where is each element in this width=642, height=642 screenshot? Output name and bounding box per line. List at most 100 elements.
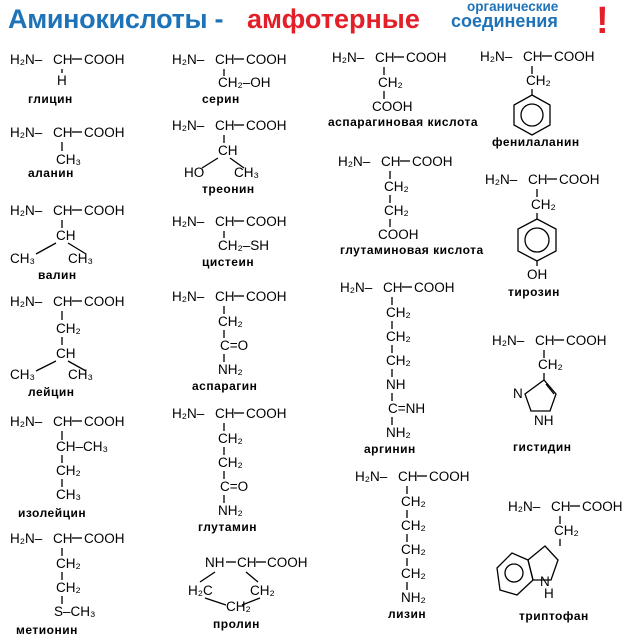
ring-n: N: [540, 574, 550, 589]
alpha-carbon: CH: [53, 52, 73, 67]
title-amino-acids: Аминокислоты -: [8, 4, 224, 34]
carboxyl-group: COOH: [406, 50, 447, 65]
amine-group: H₂N–: [172, 118, 205, 133]
methyl: CH₃: [68, 251, 93, 266]
alpha-carbon: CH: [381, 154, 401, 169]
methylene: CH₂: [538, 357, 563, 372]
ring: [517, 218, 557, 262]
alpha-carbon: CH: [215, 52, 235, 67]
carboxyl-group: COOH: [267, 555, 308, 570]
title-amphoteric: амфотерные: [247, 4, 420, 34]
alpha-carbon: CH: [383, 280, 403, 295]
s-methyl: S–CH₃: [54, 604, 96, 619]
alpha-carbon: CH: [53, 203, 73, 218]
alpha-carbon: CH: [237, 555, 257, 570]
methylene: CH₂: [401, 566, 426, 581]
ch: CH: [56, 228, 76, 243]
methylene: CH₂: [218, 455, 243, 470]
carboxyl-group: COOH: [246, 214, 287, 229]
nh: NH: [386, 377, 406, 392]
carboxyl-group: COOH: [84, 203, 125, 218]
amino-acid-name-1: глицин: [28, 92, 73, 106]
methyl: CH₃: [68, 367, 93, 382]
methylene: CH₂: [401, 542, 426, 557]
methyl: CH₃: [10, 251, 35, 266]
amino-acid-name-5: изолейцин: [18, 506, 86, 520]
methyl: CH₃: [234, 165, 259, 180]
amino-acid-name-15: аргинин: [364, 442, 416, 456]
amide-nh2: NH₂: [218, 503, 243, 518]
bond: [67, 360, 87, 372]
amine-group: H₂N–: [340, 280, 373, 295]
carboxyl-group: COOH: [84, 531, 125, 546]
methylene: CH₂: [56, 580, 81, 595]
methylene: CH₂: [56, 556, 81, 571]
ring-ch2: CH₂: [226, 599, 251, 614]
alpha-carbon: CH: [398, 469, 418, 484]
amino-acid-name-4: лейцин: [28, 385, 75, 399]
ring-circle: [504, 563, 524, 583]
bond: [229, 157, 245, 169]
carboxyl-group: COOH: [246, 52, 287, 67]
carboxyl-group: COOH: [84, 294, 125, 309]
amine-group: H₂N–: [10, 203, 43, 218]
amino-acid-name-3: валин: [38, 268, 77, 282]
methylene: CH₂: [384, 203, 409, 218]
alpha-carbon: CH: [215, 118, 235, 133]
amine-nh2: NH₂: [386, 425, 411, 440]
methyl: CH₃: [10, 367, 35, 382]
carboxyl-group: COOH: [246, 118, 287, 133]
ch: CH: [56, 346, 76, 361]
bond: [241, 597, 261, 606]
methylene: CH₂: [218, 431, 243, 446]
carboxyl-group: COOH: [582, 499, 623, 514]
imine: C=NH: [388, 401, 425, 416]
carboxyl-group: COOH: [559, 172, 600, 187]
carboxyl-group: COOH: [429, 469, 470, 484]
amine-group: H₂N–: [172, 289, 205, 304]
methyl: CH₃: [56, 152, 81, 167]
amine-group: H₂N–: [492, 333, 525, 348]
amino-acid-name-19: гистидин: [513, 440, 572, 454]
amine-group: H₂N–: [508, 499, 541, 514]
amino-acid-name-7: серин: [202, 92, 240, 106]
ring-ch2: H₂C: [188, 583, 213, 598]
ring-circle: [520, 103, 544, 127]
amine-group: H₂N–: [332, 50, 365, 65]
alpha-carbon: CH: [551, 499, 571, 514]
carboxyl-group: COOH: [246, 289, 287, 304]
amino-acid-name-8: треонин: [202, 182, 255, 196]
hydrogen: H: [57, 73, 67, 88]
amino-acid-name-13: аспарагиновая кислота: [328, 115, 478, 129]
methylene: CH₂: [56, 321, 81, 336]
amine-group: H₂N–: [172, 214, 205, 229]
ring-n: N: [513, 386, 523, 401]
title-organic: органические: [467, 0, 559, 14]
side-carboxyl: COOH: [378, 227, 419, 242]
ch-ch3: CH–CH₃: [56, 439, 108, 454]
bond: [545, 383, 555, 395]
alpha-carbon: CH: [528, 172, 548, 187]
amine-group: H₂N–: [338, 154, 371, 169]
amine-group: H₂N–: [10, 52, 43, 67]
amine-group: H₂N–: [480, 49, 513, 64]
amino-acid-name-10: аспарагин: [192, 379, 257, 393]
bond: [245, 571, 259, 583]
methylene: CH₂: [378, 75, 403, 90]
alpha-carbon: CH: [53, 294, 73, 309]
ring-h: H: [544, 586, 554, 601]
carboxyl-group: COOH: [554, 49, 595, 64]
methylene: CH₂: [386, 353, 411, 368]
carboxyl-group: COOH: [84, 414, 125, 429]
alpha-carbon: CH: [53, 414, 73, 429]
carboxyl-group: COOH: [566, 333, 607, 348]
carboxyl-group: COOH: [412, 154, 453, 169]
carboxyl-group: COOH: [84, 52, 125, 67]
carboxyl-group: COOH: [246, 406, 287, 421]
methylene: CH₂: [531, 197, 556, 212]
amine-group: H₂N–: [10, 294, 43, 309]
side-carboxyl: COOH: [372, 99, 413, 114]
hydroxyl: OH: [527, 267, 547, 282]
